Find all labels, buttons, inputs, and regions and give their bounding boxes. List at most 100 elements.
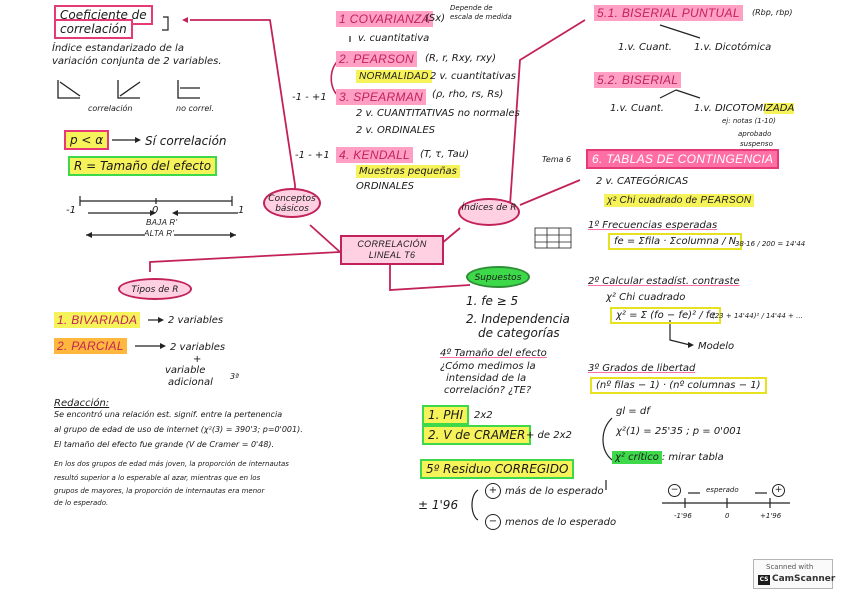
residual-scale-zero: 0 xyxy=(725,512,730,520)
categoricas: 2 v. CATEGÓRICAS xyxy=(596,176,689,187)
chi-cuadrado-title: χ² Chi cuadrado de PEARSON xyxy=(604,194,755,207)
redaccion-title: Redacción: xyxy=(54,398,110,409)
node-conceptos-basicos[interactable]: Conceptos básicos xyxy=(263,188,321,218)
chi-formula-box: χ² = Σ (fo − fe)² / fe xyxy=(610,307,722,324)
tamano-question-3: correlación? ¿TE? xyxy=(444,385,532,396)
redaccion-line-2: al grupo de edad de uso de internet (χ²(… xyxy=(54,425,303,434)
biserial-puntual-dicot: 1.v. Dicotómica xyxy=(694,42,772,53)
efecto-cramer-desc: + de 2x2 xyxy=(526,430,572,441)
biserial: 5.2. BISERIAL xyxy=(594,72,682,88)
node-indices-de-r[interactable]: Índices de R xyxy=(458,198,520,226)
biserial-ejemplo-3: suspenso xyxy=(740,140,773,148)
efecto-phi: 1. PHI xyxy=(422,405,470,425)
paso-1-frecuencias: 1º Frecuencias esperadas xyxy=(588,220,718,231)
paso-2-contraste: 2º Calcular estadíst. contraste xyxy=(588,276,740,287)
tipo-parcial-plus: + xyxy=(193,354,202,365)
residual-scale-plus: + xyxy=(772,484,785,497)
tipo-bivariada-desc: 2 variables xyxy=(168,315,224,326)
residuo-menos: menos de lo esperado xyxy=(505,517,617,528)
chi-result: χ²(1) = 25'35 ; p = 0'001 xyxy=(616,426,743,437)
tipo-parcial-superscript: 3ª xyxy=(230,372,239,381)
r-tamano-efecto: R = Tamaño del efecto xyxy=(68,156,218,176)
residual-scale-minus: − xyxy=(668,484,681,497)
coeficiente-title-line2: correlación xyxy=(54,19,133,39)
tamano-efecto-title: 4º Tamaño del efecto xyxy=(440,348,547,359)
tablas-contingencia: 6. TABLAS DE CONTINGENCIA xyxy=(586,149,780,169)
redaccion-line-5: resultó superior a lo esperable al azar,… xyxy=(54,474,261,482)
node-correlacion-lineal[interactable]: CORRELACIÓN LINEAL T6 xyxy=(340,235,444,265)
node-tipos-de-r[interactable]: Tipos de R xyxy=(118,278,192,300)
residuo-mas: más de lo esperado xyxy=(505,486,604,497)
biserial-puntual: 5.1. BISERIAL PUNTUAL xyxy=(594,5,743,21)
indice-spearman: 3. SPEARMAN xyxy=(336,89,426,105)
covarianza-desc: v. cuantitativa xyxy=(358,33,430,44)
pearson-normalidad: NORMALIDAD xyxy=(356,70,432,83)
coeficiente-title: Coeficiente de correlación xyxy=(54,5,153,39)
modelo-label: Modelo xyxy=(698,341,735,352)
scale-left-label: -1 xyxy=(66,205,76,216)
biserial-puntual-symbols: (Rbp, rbp) xyxy=(752,8,793,17)
pearson-symbols: (R, r, Rxy, rxy) xyxy=(425,53,496,64)
redaccion-line-1: Se encontró una relación est. signif. en… xyxy=(54,410,283,419)
spearman-desc-1: 2 v. CUANTITATIVAS no normales xyxy=(356,108,520,119)
camscanner-logo-icon: CS xyxy=(758,575,770,585)
residuo-pm: ± 1'96 xyxy=(418,498,459,512)
indice-pearson: 2. PEARSON xyxy=(336,51,418,67)
gl-formula-box: (nº filas − 1) · (nº columnas − 1) xyxy=(590,377,767,394)
graph-label-no-correl: no correl. xyxy=(176,104,215,113)
covarianza-note-1: Depende de xyxy=(450,4,493,12)
tema-label: Tema 6 xyxy=(542,155,572,164)
supuesto-2-line-1: 2. Independencia xyxy=(466,312,570,326)
tipo-parcial: 2. PARCIAL xyxy=(54,338,127,354)
scale-right-label: 1 xyxy=(238,205,245,216)
si-correlacion: Sí correlación xyxy=(145,134,227,148)
tipo-parcial-desc-1: 2 variables xyxy=(170,342,226,353)
gl-df: gl = df xyxy=(616,406,650,417)
residuo-plus-circle: + xyxy=(485,483,501,499)
scanner-line-1: Scanned with xyxy=(766,563,814,571)
baja-r-label: BAJA R' xyxy=(146,218,178,227)
range-label-1: -1 - +1 xyxy=(292,92,327,103)
tipo-parcial-desc-2: variable xyxy=(165,365,206,376)
indice-covarianza: 1 COVARIANZA xyxy=(336,11,433,27)
kendall-symbols: (T, τ, Tau) xyxy=(420,149,469,160)
residual-scale-neg: -1'96 xyxy=(674,512,692,520)
tamano-question-1: ¿Cómo medimos la xyxy=(440,361,536,372)
chi-critico: χ² crítico: mirar tabla xyxy=(612,451,724,464)
covarianza-note-2: escala de medida xyxy=(450,13,512,21)
tipo-bivariada: 1. BIVARIADA xyxy=(54,312,141,328)
node-supuestos[interactable]: Supuestos xyxy=(466,266,530,288)
efecto-phi-desc: 2x2 xyxy=(474,410,493,421)
chi-example: (23 + 14'44)² / 14'44 + ... xyxy=(712,312,803,320)
biserial-dicot: 1.v. DICOTOMIZADA xyxy=(694,103,795,114)
definition-line-1: Índice estandarizado de la xyxy=(52,43,184,54)
spearman-symbols: (ρ, rho, rs, Rs) xyxy=(432,89,504,100)
biserial-cuant: 1.v. Cuant. xyxy=(610,103,664,114)
spearman-desc-2: 2 v. ORDINALES xyxy=(356,125,436,136)
tamano-question-2: intensidad de la xyxy=(446,373,527,384)
redaccion-line-3: El tamaño del efecto fue grande (V de Cr… xyxy=(54,440,275,449)
residual-scale-pos: +1'96 xyxy=(760,512,782,520)
residuo-minus-circle: − xyxy=(485,514,501,530)
redaccion-line-6: grupos de mayores, la proporción de inte… xyxy=(54,487,265,495)
kendall-desc-1: Muestras pequeñas xyxy=(356,165,460,178)
tipo-parcial-desc-3: adicional xyxy=(168,377,213,388)
scale-zero-label: 0 xyxy=(152,205,159,216)
range-label-2: -1 - +1 xyxy=(295,150,330,161)
redaccion-line-4: En los dos grupos de edad más joven, la … xyxy=(54,460,289,468)
biserial-ejemplo-2: aprobado xyxy=(738,130,772,138)
pearson-desc: 2 v. cuantitativas xyxy=(430,71,517,82)
p-alpha-box: p < α xyxy=(64,130,110,150)
biserial-ejemplo-1: ej: notas (1-10) xyxy=(722,117,776,125)
biserial-puntual-cuant: 1.v. Cuant. xyxy=(618,42,672,53)
kendall-desc-2: ORDINALES xyxy=(356,181,415,192)
redaccion-line-7: de lo esperado. xyxy=(54,499,109,507)
residual-scale-label: esperado xyxy=(706,486,739,494)
supuesto-2-line-2: de categorías xyxy=(478,326,560,340)
chi-cuadrado-label: χ² Chi cuadrado xyxy=(606,292,686,303)
alta-r-label: ALTA R' xyxy=(144,229,175,238)
graph-label-correlacion: correlación xyxy=(88,104,133,113)
supuesto-1: 1. fe ≥ 5 xyxy=(466,294,519,308)
covarianza-symbol: (Sx) xyxy=(425,13,446,24)
definition-line-2: variación conjunta de 2 variables. xyxy=(52,56,222,67)
